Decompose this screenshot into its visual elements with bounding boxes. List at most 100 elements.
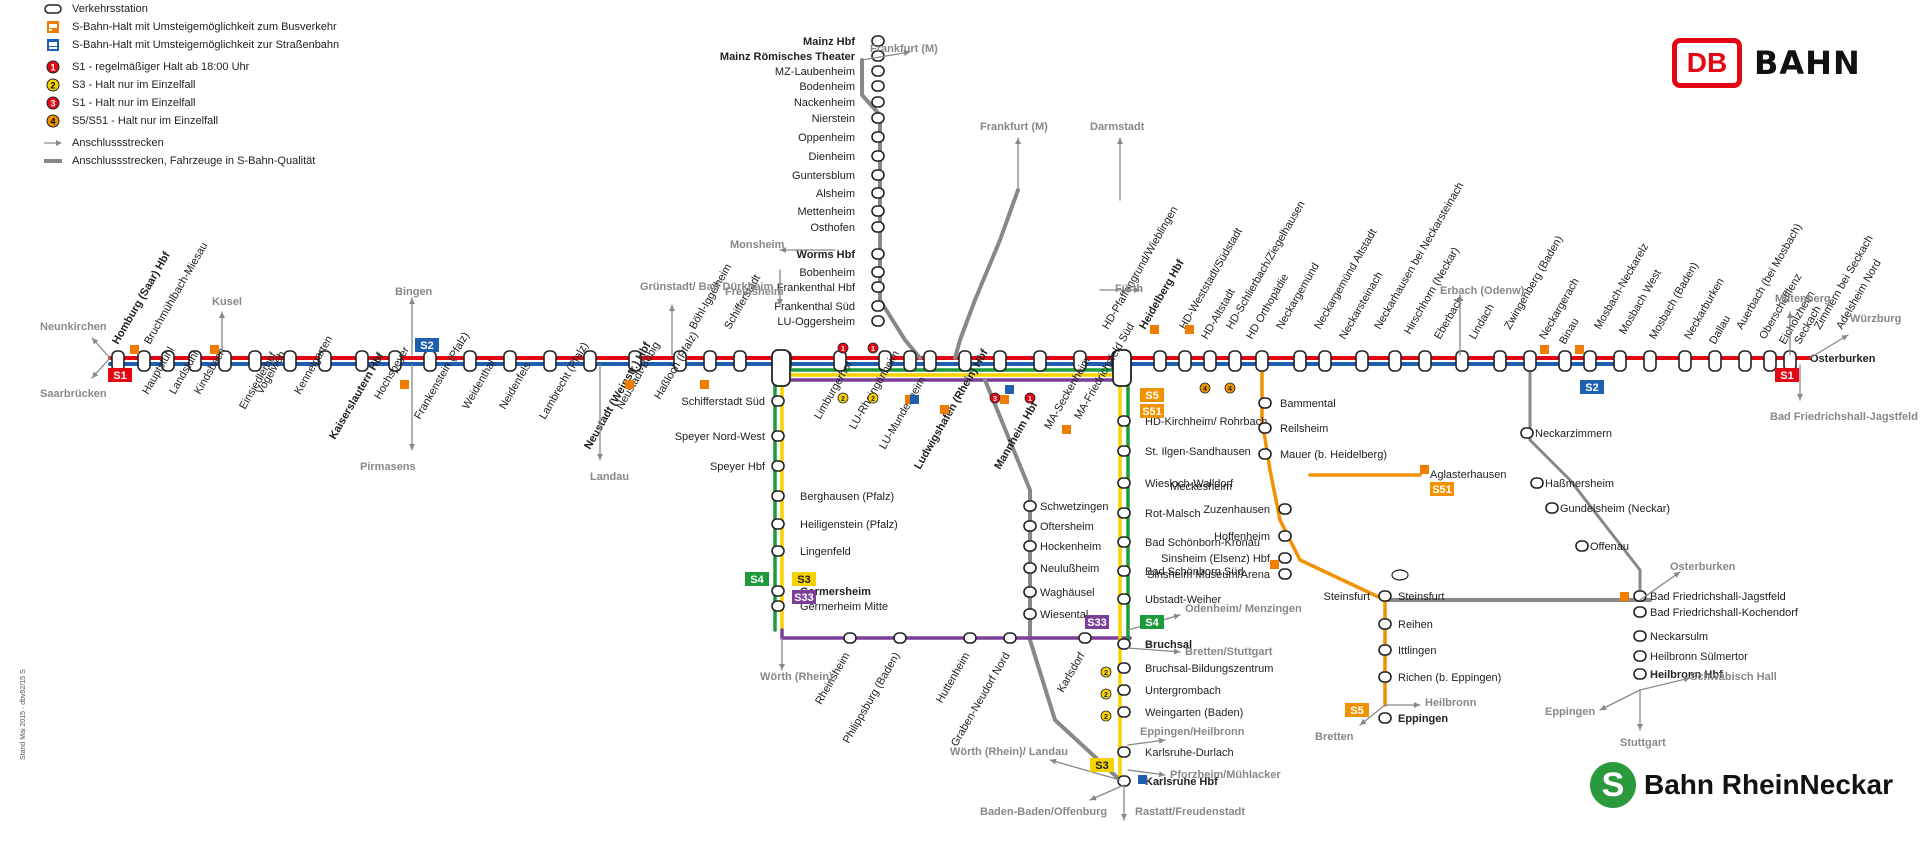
bus-transfer-icon [940, 405, 949, 414]
arrow-head [1134, 287, 1140, 293]
note-label: 1 [871, 346, 875, 353]
trunk-station [188, 350, 202, 372]
note-label: 1 [841, 346, 845, 353]
station-marker [871, 315, 885, 327]
trunk-station [248, 350, 262, 372]
station-marker [871, 131, 885, 143]
station-label: Philippsburg (Baden) [841, 651, 903, 746]
trunk-station [583, 350, 597, 372]
station-label: Bad Schönborn-Kronau [1145, 537, 1260, 549]
arrow-head [1121, 814, 1127, 820]
trunk-station [218, 350, 232, 372]
trunk-station [1738, 350, 1752, 372]
trunk-station [463, 350, 477, 372]
line-badge-label: S5 [1145, 390, 1158, 402]
note-text: 4 [50, 117, 55, 127]
note-label: 2 [1104, 692, 1108, 699]
trunk-station [958, 350, 972, 372]
legend-row: Verkehrsstation [44, 0, 148, 18]
station-marker [1633, 606, 1647, 618]
station-label: Binau [1557, 316, 1581, 346]
trunk-station [703, 350, 717, 372]
station-label: Zuzenhausen [1203, 504, 1270, 516]
connection-neckarelz [1528, 362, 1642, 602]
trunk-station [1523, 350, 1537, 372]
note-label: 1 [1028, 396, 1032, 403]
station-label: Bad Schönborn Süd [1145, 566, 1243, 578]
sbahn-logo-icon: S [1590, 762, 1636, 808]
arrow-head [409, 444, 415, 450]
station-label: Osterburken [1670, 561, 1736, 573]
station-label: Oftersheim [1040, 521, 1094, 533]
station-marker [1278, 503, 1292, 515]
station-marker [871, 205, 885, 217]
hub-schifferstadt [771, 349, 791, 387]
note-marker [1024, 392, 1036, 404]
tram-transfer-icon [1138, 775, 1147, 784]
station-label: Worms Hbf [797, 249, 856, 261]
station-marker [1117, 706, 1131, 718]
station-label: Karlsdorf [1055, 650, 1088, 695]
arrow-head [597, 454, 603, 460]
line-badge-label: S2 [420, 340, 433, 352]
tram-transfer-icon [910, 395, 919, 404]
station-label: Speyer Nord-West [675, 431, 765, 443]
legend-row: Anschlussstrecken [44, 134, 164, 152]
station-marker [1278, 530, 1292, 542]
sbahn-logo-text: Bahn RheinNeckar [1644, 769, 1893, 800]
station-label: Eppingen [1398, 713, 1448, 725]
station-label: Eppingen [1545, 706, 1595, 718]
station-marker [1117, 536, 1131, 548]
station-marker [871, 281, 885, 293]
note-marker [837, 342, 849, 354]
trunk-station [1643, 350, 1657, 372]
station-label: Dallau [1707, 313, 1733, 346]
station-marker [1117, 746, 1131, 758]
trunk-station [1355, 350, 1369, 372]
legend-label: Verkehrsstation [72, 3, 148, 15]
station-marker [1117, 445, 1131, 457]
note-marker [1100, 688, 1112, 700]
station-label: Hockenheim [1040, 541, 1101, 553]
bus-transfer-icon [1575, 345, 1584, 354]
connection-arrow-icon [44, 137, 62, 149]
station-label: Nierstein [812, 113, 855, 125]
station-marker [771, 545, 785, 557]
station-marker [1023, 520, 1037, 532]
line-badge [1085, 615, 1109, 629]
station-label: Baden-Baden/Offenburg [980, 806, 1107, 818]
line-badge [415, 338, 439, 352]
note-1-red-icon: 1 [44, 60, 62, 74]
trunk-station [1558, 350, 1572, 372]
bus-transfer-icon [1062, 425, 1071, 434]
connection-line [1127, 769, 1166, 776]
trunk-station [503, 350, 517, 372]
arrow-head [92, 371, 99, 378]
station-label: Guntersblum [792, 170, 855, 182]
connection-sbahn-quality-icon [44, 155, 62, 167]
station-label: Darmstadt [1090, 121, 1145, 133]
bus-transfer-icon [700, 380, 709, 389]
hub-heidelberg [1112, 349, 1132, 387]
station-marker [1023, 562, 1037, 574]
arrow-head [777, 299, 783, 305]
station-label: Neckarzimmern [1535, 428, 1612, 440]
station-label: Fürth [1115, 283, 1143, 295]
trunk-station [1388, 350, 1402, 372]
note-marker [1199, 382, 1211, 394]
station-label: Mainz Römisches Theater [720, 51, 856, 63]
station-label: Heilbronn Sülmertor [1650, 651, 1748, 663]
station-marker [963, 632, 977, 644]
station-label: Frankenthal Süd [774, 301, 855, 313]
trunk-station [1613, 350, 1627, 372]
station-label: Reihen [1398, 619, 1433, 631]
station-label: Reilsheim [1280, 423, 1328, 435]
station-marker [771, 600, 785, 612]
trunk-station [733, 350, 747, 372]
trunk-station [1318, 350, 1332, 372]
arrow-head [779, 664, 785, 670]
trunk-station [1033, 350, 1047, 372]
station-label: Stuttgart [1620, 737, 1666, 749]
arrow-head [1360, 718, 1367, 725]
